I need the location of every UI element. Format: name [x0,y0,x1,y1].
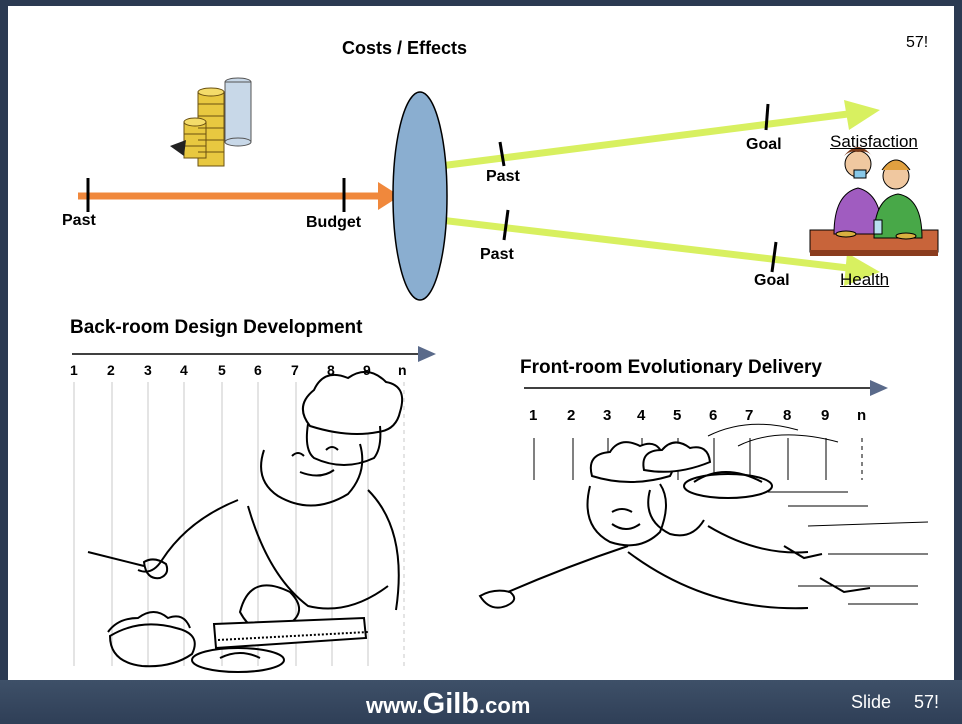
back-room-title: Back-room Design Development [70,317,363,338]
satisfaction-goal-label: Goal [746,136,782,153]
back-room-step-4: 4 [180,362,188,378]
chef-illustration-icon [87,371,404,673]
satisfaction-past-label: Past [486,168,520,185]
lens-ellipse [392,91,448,301]
back-room-step-1: 1 [70,362,78,378]
back-room-step-9: 9 [363,362,371,378]
front-room-title: Front-room Evolutionary Delivery [520,357,822,378]
back-room-step-5: 5 [218,362,226,378]
back-room-step-3: 3 [144,362,152,378]
slide-label: Slide [851,692,892,712]
slide-canvas: Costs / Effects 57! Past Budget Past Goa… [8,6,954,680]
cost-budget-label: Budget [306,214,362,231]
health-past-label: Past [480,246,514,263]
slide-number: 57! [914,692,940,712]
health-goal-tick [770,241,778,273]
front-room-step-2: 2 [567,407,576,424]
satisfaction-past-tick [498,141,506,167]
health-past-tick [502,209,510,241]
website-suffix: .com [479,693,531,718]
health-goal-label: Goal [754,272,790,289]
front-room-step-9: 9 [821,407,830,424]
page-number-top: 57! [906,34,929,51]
website-brand: Gilb [422,688,480,720]
front-room-step-7: 7 [745,407,754,424]
cost-arrow [78,182,400,210]
footer-bar: www.Gilb.com Slide 57! [0,680,962,724]
back-room-step-2: 2 [107,362,115,378]
flying-chef-illustration-icon [478,423,929,610]
cost-past-label: Past [62,212,96,229]
back-room-step-6: 6 [254,362,262,378]
health-label: Health [840,270,890,289]
website-link[interactable]: www.Gilb.com [366,688,530,721]
front-room-step-8: 8 [783,407,792,424]
back-room-step-arrow [72,346,436,362]
front-room-step-4: 4 [637,407,646,424]
satisfaction-arrow [439,100,880,170]
front-room-step-arrow [524,380,888,396]
front-room-step-n: n [857,407,867,424]
front-room-step-6: 6 [709,407,718,424]
back-room-step-7: 7 [291,362,299,378]
front-room-step-1: 1 [529,407,538,424]
front-room-step-5: 5 [673,407,682,424]
satisfaction-label: Satisfaction [830,132,918,151]
health-arrow [439,216,880,286]
coins-stack-icon [170,77,252,167]
satisfaction-goal-tick [764,103,770,131]
diagram-graphics [72,77,939,673]
diners-icon [809,147,939,256]
front-room-step-3: 3 [603,407,612,424]
slide-title: Costs / Effects [342,38,468,58]
back-room-step-n: n [398,362,407,378]
website-prefix: www. [366,693,423,718]
back-room-step-8: 8 [327,362,335,378]
